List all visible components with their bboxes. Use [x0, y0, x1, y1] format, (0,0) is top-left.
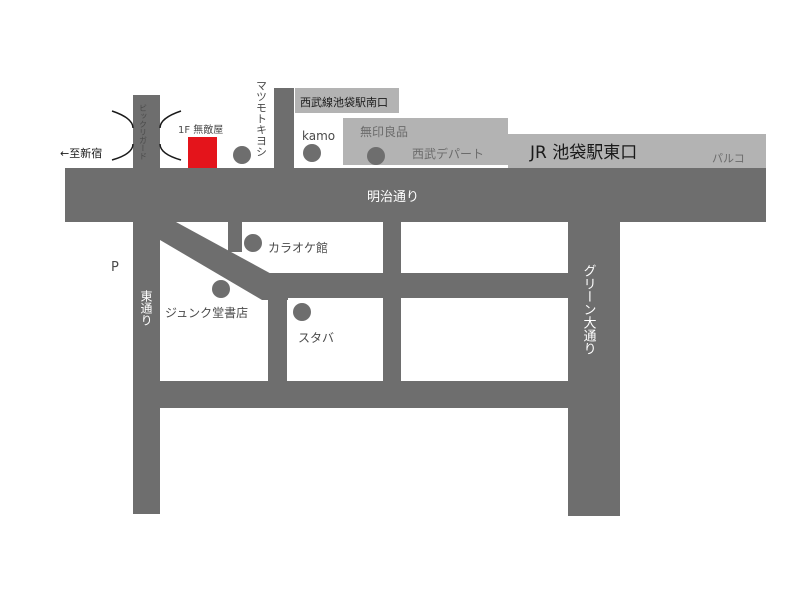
middle-street-road: [262, 273, 568, 298]
diagonal-road: [160, 222, 288, 300]
seibu-dept-label: 西武デパート: [412, 146, 484, 161]
karaoke-marker: [244, 234, 262, 252]
shop-floor-label: 1F 無敵屋: [178, 123, 223, 136]
junkudo-label: ジュンク堂書店: [165, 306, 248, 320]
bic-guard-label: ビックリガード: [139, 104, 148, 160]
short-road-center: [383, 222, 401, 382]
kamo-marker: [303, 144, 321, 162]
meiji-dori-road: [65, 168, 766, 222]
labels: ←至新宿 ビックリガード 1F 無敵屋 マツモトキヨシ 西武線池袋駅南口 kam…: [60, 80, 745, 355]
to-shinjuku-label: ←至新宿: [60, 146, 102, 160]
kamo-label: kamo: [302, 129, 335, 143]
green-odori-label: グリーン大通り: [581, 264, 597, 355]
starbucks-label: スタバ: [298, 331, 334, 345]
roads: [65, 88, 766, 516]
muji-label: 無印良品: [360, 124, 408, 139]
karaoke-label: カラオケ館: [268, 240, 328, 255]
matsumoto-label: マツモトキヨシ: [255, 80, 268, 157]
higashi-dori-road: [133, 222, 160, 514]
green-odori-road: [568, 222, 620, 516]
seibu-south-exit-building: [295, 88, 399, 113]
matsumoto-marker: [233, 146, 251, 164]
seibu-south-exit-label: 西武線池袋駅南口: [300, 95, 388, 109]
muteki-ya-location: [188, 137, 217, 168]
markers: [212, 144, 385, 321]
bic-guard-bridge: [111, 110, 182, 161]
starbucks-marker: [293, 303, 311, 321]
jr-east-exit-label: JR 池袋駅東口: [529, 143, 637, 163]
bic-guard-road: [133, 95, 160, 170]
lower-vertical-road: [268, 282, 287, 382]
meiji-dori-label: 明治通り: [367, 190, 419, 205]
parking-label: P: [111, 260, 119, 275]
parco-label: パルコ: [712, 152, 745, 165]
higashi-dori-label: 東通り: [139, 290, 153, 326]
stub-road: [228, 222, 242, 252]
buildings: [295, 88, 766, 168]
junkudo-marker: [212, 280, 230, 298]
jr-station-building: [508, 134, 766, 168]
matsumoto-side-road: [274, 88, 294, 170]
south-street-road: [160, 381, 568, 408]
muji-marker: [367, 147, 385, 165]
